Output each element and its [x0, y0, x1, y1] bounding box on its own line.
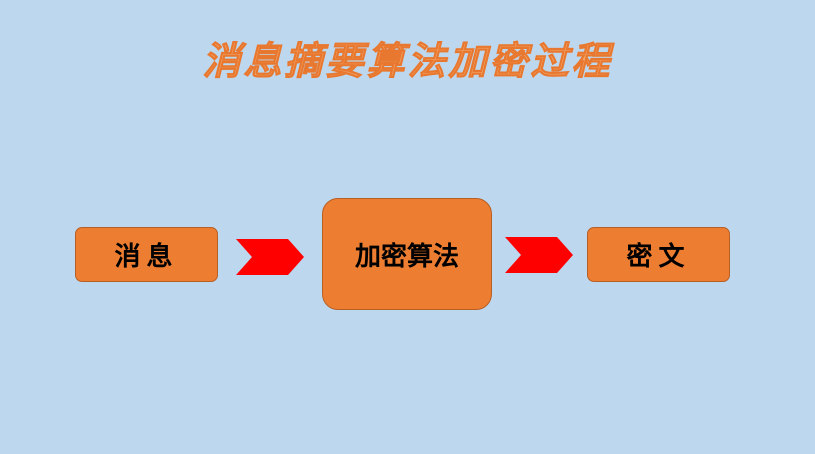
encryption-algorithm-box: 加密算法	[322, 198, 492, 310]
arrow-shape-2	[505, 237, 573, 273]
diagram-title: 消息摘要算法加密过程	[202, 38, 613, 84]
chevron-arrow-icon	[236, 239, 304, 275]
arrow-shape-1	[236, 239, 304, 275]
message-box: 消息	[75, 227, 218, 282]
ciphertext-label: 密文	[626, 242, 691, 272]
ciphertext-box: 密文	[587, 227, 730, 282]
message-label: 消息	[114, 242, 179, 272]
chevron-arrow-icon	[505, 237, 573, 273]
encryption-algorithm-label: 加密算法	[354, 241, 459, 272]
